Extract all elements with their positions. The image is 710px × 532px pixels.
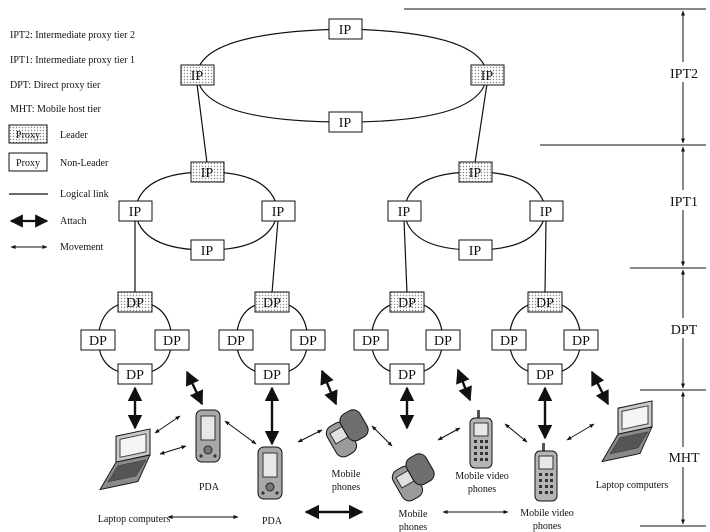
ip-node-leader: IP <box>458 161 493 183</box>
pda-icon <box>257 446 283 500</box>
legend-non-leader: Non-Leader <box>60 158 109 169</box>
ip-node: IP <box>261 200 296 222</box>
dp-nodes: DP DP DP DP DP DP DP DP DP DP DP DP DP D… <box>80 291 599 385</box>
legend: IPT2: Intermediate proxy tier 2 IPT1: In… <box>8 30 135 253</box>
ip-node-leader: IP <box>470 64 505 86</box>
movement-arrows <box>154 415 595 519</box>
legend-logical-link: Logical link <box>60 189 109 200</box>
svg-text:DP: DP <box>536 368 554 383</box>
svg-text:DP: DP <box>227 334 245 349</box>
svg-text:IP: IP <box>272 205 285 220</box>
dp-node: DP <box>154 329 190 351</box>
dp-node: DP <box>527 363 563 385</box>
video-2-label-line2: phones <box>533 521 561 532</box>
video-1-label-line1: Mobile video <box>455 471 509 482</box>
svg-text:IP: IP <box>469 244 482 259</box>
dp-node: DP <box>389 363 425 385</box>
ip-node: IP <box>529 200 564 222</box>
svg-text:IP: IP <box>129 205 142 220</box>
svg-text:IP: IP <box>398 205 411 220</box>
svg-text:DP: DP <box>163 334 181 349</box>
ip-node: IP <box>328 111 363 133</box>
pda-icon <box>195 409 221 463</box>
ip-nodes: IP IP IP IP IP IP IP IP IP IP IP IP <box>118 18 564 261</box>
dp-node-leader: DP <box>117 291 153 313</box>
svg-text:IP: IP <box>201 166 214 181</box>
tier-label-ipt2: IPT2 <box>670 67 698 82</box>
pda-2-label: PDA <box>262 516 283 527</box>
legend-attach: Attach <box>60 216 87 227</box>
svg-text:IP: IP <box>339 23 352 38</box>
laptop-icon <box>99 428 151 491</box>
laptop-icon <box>601 400 653 463</box>
dp-node: DP <box>254 363 290 385</box>
legend-ipt2: IPT2: Intermediate proxy tier 2 <box>10 30 135 41</box>
ip-node-leader: IP <box>180 64 215 86</box>
svg-text:DP: DP <box>500 334 518 349</box>
legend-leader-box <box>8 124 48 144</box>
dp-node: DP <box>353 329 389 351</box>
mobile-2-label-line2: phones <box>399 522 427 532</box>
legend-ipt1: IPT1: Intermediate proxy tier 1 <box>10 55 135 66</box>
ip-node-leader: IP <box>190 161 225 183</box>
laptop-right-label: Laptop computers <box>596 480 669 491</box>
legend-mht: MHT: Mobile host tier <box>10 104 102 115</box>
mobile-1-label-line1: Mobile <box>332 469 361 480</box>
svg-text:DP: DP <box>398 368 416 383</box>
dp-node: DP <box>290 329 326 351</box>
mobile-1-label-line2: phones <box>332 482 360 493</box>
legend-leader: Leader <box>60 130 88 141</box>
tier-label-mht: MHT <box>668 451 700 466</box>
svg-text:DP: DP <box>263 296 281 311</box>
video-2-label-line1: Mobile video <box>520 508 574 519</box>
svg-text:DP: DP <box>362 334 380 349</box>
legend-movement: Movement <box>60 242 104 253</box>
legend-nonleader-box <box>8 152 48 172</box>
video-phone-icon <box>469 410 493 469</box>
mobile-2-label-line1: Mobile <box>399 509 428 520</box>
ip-node: IP <box>118 200 153 222</box>
svg-text:IP: IP <box>540 205 553 220</box>
dp-node: DP <box>117 363 153 385</box>
dp-node: DP <box>563 329 599 351</box>
svg-text:DP: DP <box>398 296 416 311</box>
svg-text:DP: DP <box>89 334 107 349</box>
dp-node: DP <box>491 329 527 351</box>
video-phone-icon <box>534 443 558 502</box>
laptop-left-label: Laptop computers <box>98 514 171 525</box>
svg-text:DP: DP <box>536 296 554 311</box>
dp-node-leader: DP <box>389 291 425 313</box>
tier-label-dpt: DPT <box>671 323 698 338</box>
dp-node: DP <box>218 329 254 351</box>
ip-node: IP <box>190 239 225 261</box>
svg-text:DP: DP <box>434 334 452 349</box>
svg-text:DP: DP <box>299 334 317 349</box>
svg-text:IP: IP <box>469 166 482 181</box>
mobile-phone-icon <box>391 453 435 502</box>
ip-node: IP <box>387 200 422 222</box>
svg-text:DP: DP <box>263 368 281 383</box>
svg-text:DP: DP <box>572 334 590 349</box>
dp-node-leader: DP <box>527 291 563 313</box>
ip-node: IP <box>458 239 493 261</box>
svg-text:DP: DP <box>126 368 144 383</box>
legend-nonleader-box-label: Proxy <box>16 158 40 169</box>
dp-node: DP <box>425 329 461 351</box>
svg-text:DP: DP <box>126 296 144 311</box>
dp-node-leader: DP <box>254 291 290 313</box>
svg-text:IP: IP <box>201 244 214 259</box>
mobile-phone-icon <box>325 409 369 458</box>
svg-text:IP: IP <box>191 69 204 84</box>
ip-node: IP <box>328 18 363 40</box>
legend-leader-box-label: Proxy <box>16 130 40 141</box>
pda-1-label: PDA <box>199 482 220 493</box>
tier-label-ipt1: IPT1 <box>670 195 698 210</box>
svg-text:IP: IP <box>339 116 352 131</box>
dp-node: DP <box>80 329 116 351</box>
svg-text:IP: IP <box>481 69 494 84</box>
video-1-label-line2: phones <box>468 484 496 495</box>
legend-dpt: DPT: Direct proxy tier <box>10 80 101 91</box>
attach-arrows <box>127 368 610 520</box>
